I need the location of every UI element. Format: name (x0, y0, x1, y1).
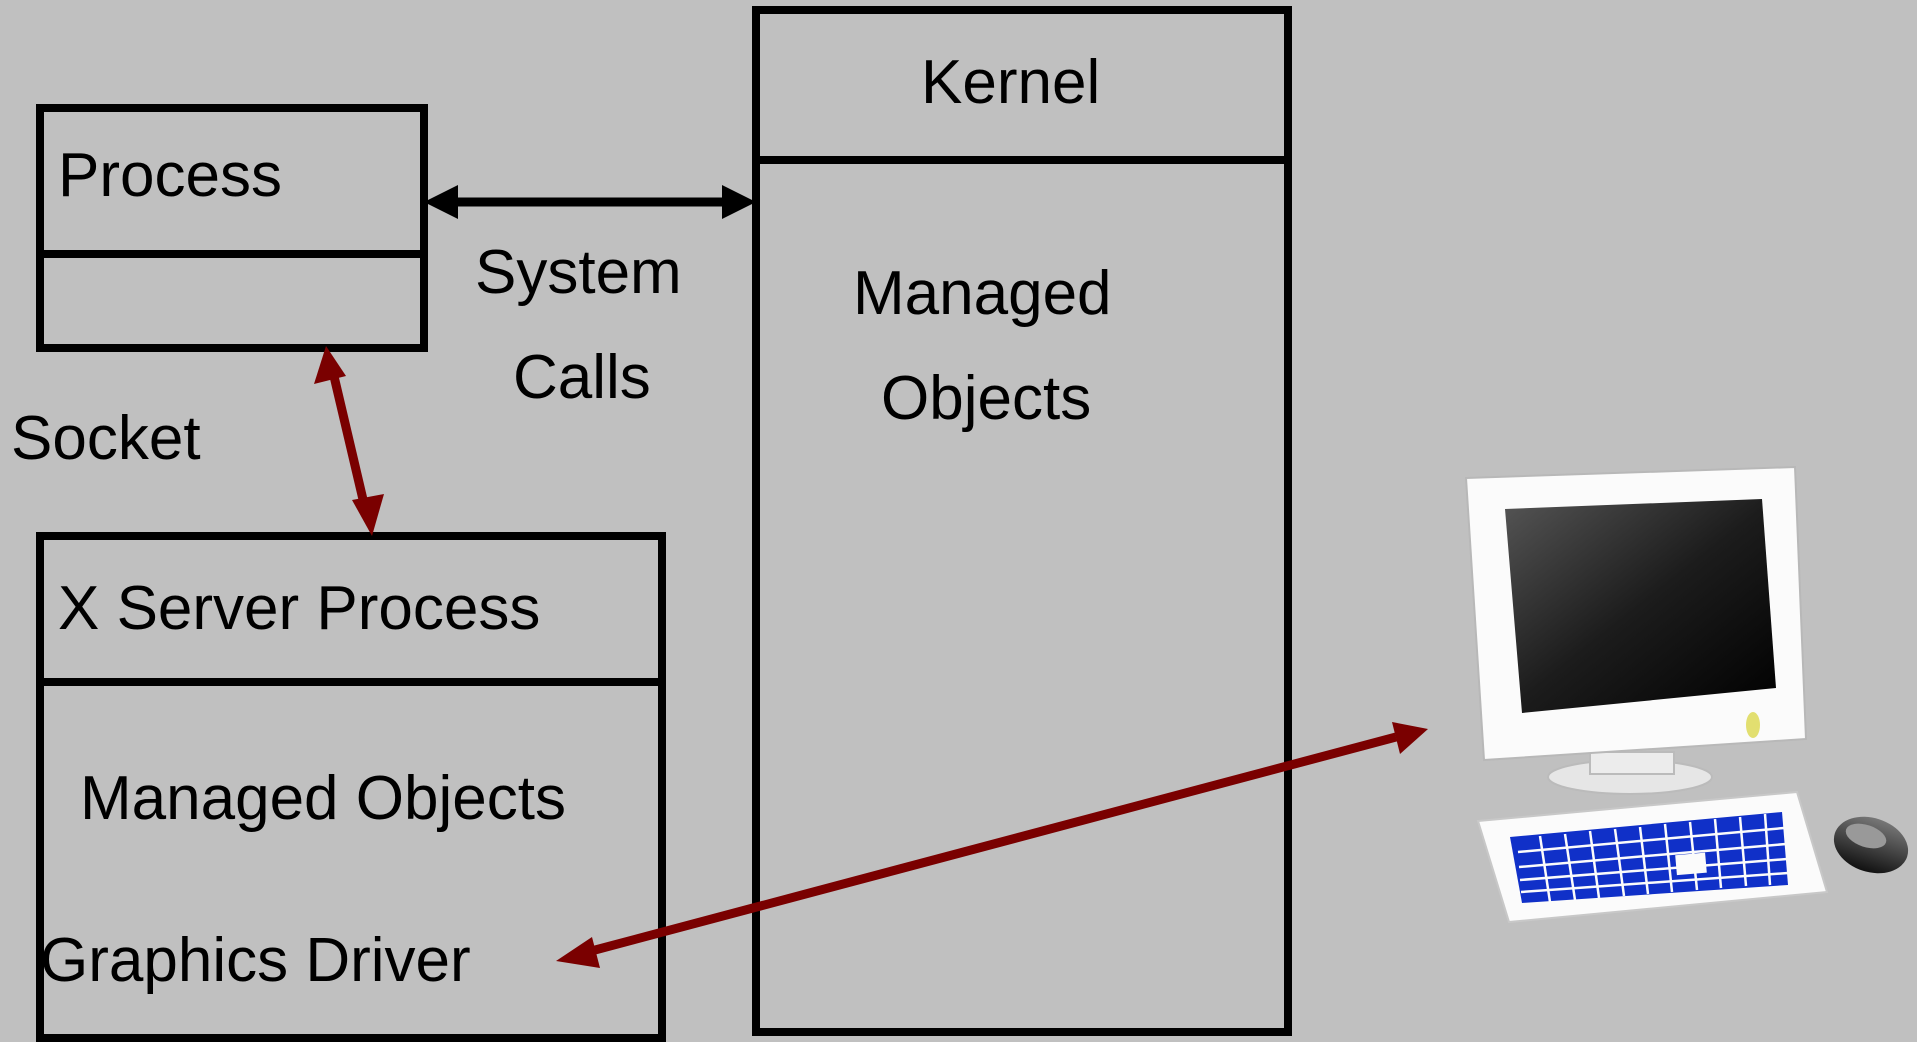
graphics-driver-label: Graphics Driver (40, 926, 471, 995)
monitor-stand (1547, 751, 1713, 795)
monitor-screen (1505, 499, 1776, 713)
kernel-objects-line1: Managed (853, 259, 1112, 328)
kernel-objects-line2: Objects (881, 364, 1092, 433)
kernel-title: Kernel (921, 48, 1101, 117)
display-arrow (556, 722, 1428, 968)
arrows-layer (314, 185, 1428, 968)
keyboard (1476, 790, 1829, 924)
x-server-objects: Managed Objects (80, 764, 566, 833)
socket-arrow (314, 346, 384, 536)
system-calls-line2: Calls (513, 343, 651, 412)
computer-icon (1464, 465, 1909, 924)
x-server-divider (44, 678, 658, 686)
system-call-arrow (424, 185, 756, 219)
process-box (36, 104, 428, 352)
mouse (1833, 816, 1909, 874)
process-divider (44, 250, 420, 258)
system-calls-line1: System (475, 238, 682, 307)
process-title: Process (58, 141, 282, 210)
monitor (1464, 465, 1808, 762)
kernel-divider (760, 156, 1284, 164)
socket-label: Socket (11, 404, 201, 473)
x-server-title: X Server Process (58, 574, 541, 643)
